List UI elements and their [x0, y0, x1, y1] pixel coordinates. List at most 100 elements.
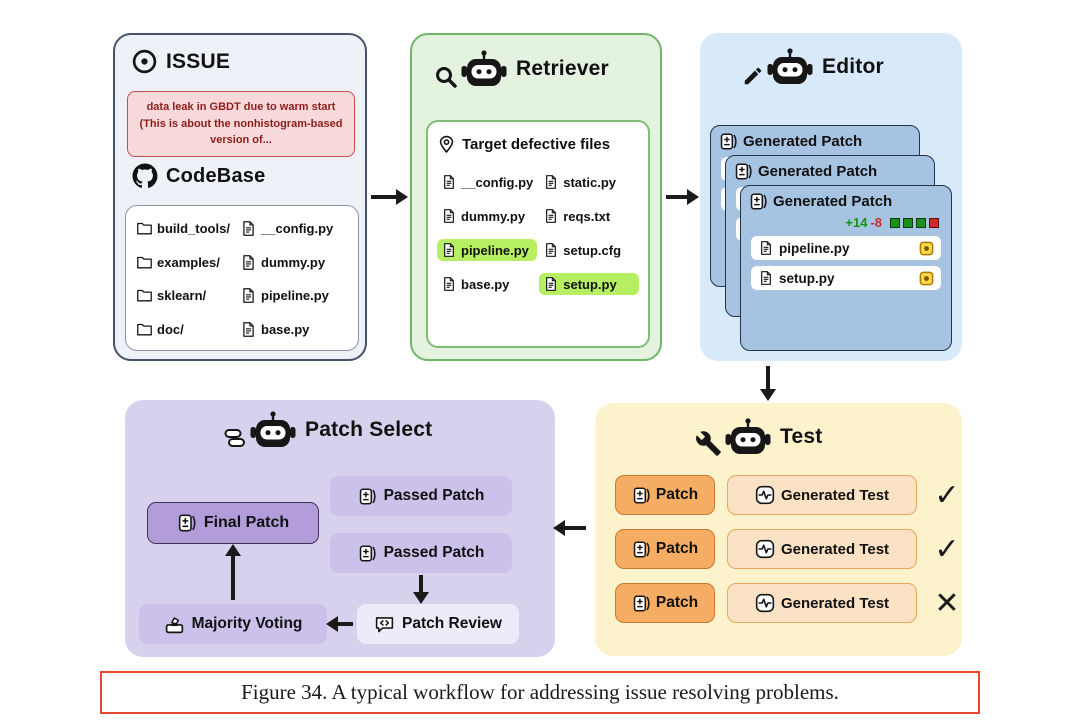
editor-header: Editor	[742, 47, 884, 87]
codebase-folder: sklearn/	[136, 287, 240, 304]
target-file: setup.cfg	[539, 239, 639, 261]
diff-stats: +14 -8	[749, 215, 939, 230]
file-icon	[543, 208, 559, 224]
waveform-icon	[755, 593, 775, 613]
retriever-header: Retriever	[434, 49, 609, 89]
codebase-file-list: build_tools/ __config.py examples/ dummy…	[125, 205, 359, 351]
file-icon	[240, 321, 257, 338]
codebase-title: CodeBase	[166, 164, 266, 187]
test-title: Test	[780, 425, 823, 448]
file-icon	[758, 270, 774, 286]
diff-block-red	[929, 217, 939, 228]
final-patch-box: Final Patch	[147, 502, 319, 544]
file-icon	[240, 220, 257, 237]
robot-icon	[249, 410, 297, 450]
patch-icon	[632, 594, 651, 613]
file-name: setup.cfg	[563, 242, 622, 258]
folder-name: examples/	[157, 254, 220, 270]
test-row: Patch Generated Test ✕	[615, 583, 965, 623]
patch-icon	[719, 132, 738, 151]
codebase-folder: examples/	[136, 254, 240, 271]
patch-review-box: Patch Review	[357, 604, 519, 644]
patch-label: Patch	[655, 594, 699, 611]
arrow-retriever-to-editor	[666, 195, 688, 199]
test-row: Patch Generated Test ✓	[615, 529, 965, 569]
github-icon	[132, 163, 158, 189]
pass-check: ✓	[934, 477, 960, 513]
file-icon	[441, 174, 457, 190]
passed-patch-box: Passed Patch	[330, 476, 512, 516]
retriever-title: Retriever	[516, 57, 609, 80]
file-name: dummy.py	[261, 254, 326, 270]
target-file-highlighted: pipeline.py	[437, 239, 538, 261]
file-name: pipeline.py	[461, 242, 529, 258]
file-icon	[758, 240, 774, 256]
file-name: reqs.txt	[563, 208, 611, 224]
codebase-folder: doc/	[136, 321, 240, 338]
patch-label: Patch	[655, 540, 699, 557]
location-pin-icon	[437, 135, 456, 154]
file-name: setup.py	[563, 276, 617, 292]
arrow-editor-to-test	[766, 366, 770, 390]
patch-card-title: Generated Patch	[773, 193, 893, 210]
issue-title: ISSUE	[166, 49, 231, 73]
pass-check: ✓	[934, 531, 960, 567]
file-icon	[543, 174, 559, 190]
folder-icon	[136, 254, 153, 271]
test-rows: Patch Generated Test ✓ Patch Generated T…	[615, 475, 965, 623]
test-agent-icon	[695, 417, 772, 457]
arrow-passed-to-review	[419, 575, 423, 593]
editor-title: Editor	[822, 55, 884, 78]
target-file: base.py	[437, 273, 537, 295]
codebase-header: CodeBase	[132, 163, 265, 189]
generated-test-box: Generated Test	[727, 583, 917, 623]
target-files-box: Target defective files __config.py stati…	[426, 120, 650, 348]
patch-icon	[358, 544, 377, 563]
ballot-box-icon	[164, 614, 185, 635]
diff-block-green	[916, 217, 926, 228]
patch-label: Patch	[655, 486, 699, 503]
test-header: Test	[695, 417, 822, 457]
arrow-issue-to-retriever	[371, 195, 397, 199]
folder-icon	[136, 321, 153, 338]
target-files-title: Target defective files	[462, 136, 611, 153]
file-icon	[240, 254, 257, 271]
robot-icon	[460, 49, 508, 89]
generated-test-label: Generated Test	[780, 540, 890, 558]
modified-status-icon	[919, 271, 934, 286]
diff-removed-count: -8	[870, 215, 882, 230]
file-name: base.py	[461, 276, 510, 292]
issue-note-line: data leak in GBDT due to warm start	[146, 101, 336, 113]
file-icon	[543, 242, 559, 258]
final-patch-label: Final Patch	[203, 514, 290, 531]
folder-name: sklearn/	[157, 288, 207, 304]
target-files-grid: __config.py static.py dummy.py reqs.txt …	[437, 171, 639, 295]
patch-icon	[632, 486, 651, 505]
pencil-icon	[742, 65, 764, 87]
waveform-icon	[755, 485, 775, 505]
patch-select-title: Patch Select	[305, 418, 433, 441]
editor-agent-icon	[742, 47, 814, 87]
arrow-review-to-voting	[337, 622, 353, 626]
issue-panel: ISSUE data leak in GBDT due to warm star…	[113, 33, 367, 361]
target-file: reqs.txt	[539, 205, 639, 227]
patch-review-label: Patch Review	[402, 615, 502, 632]
test-panel: Test Patch Generated Test ✓ Patch	[595, 403, 962, 656]
issue-note-line: (This is about the nonhistogram-based	[139, 117, 343, 130]
target-file: __config.py	[437, 171, 537, 193]
patched-file-name: setup.py	[779, 270, 835, 286]
file-icon	[441, 276, 457, 292]
test-row: Patch Generated Test ✓	[615, 475, 965, 515]
issue-note: data leak in GBDT due to warm start (Thi…	[127, 91, 355, 157]
issue-header: ISSUE	[131, 48, 230, 75]
code-review-icon	[374, 614, 395, 635]
folder-name: doc/	[157, 321, 184, 337]
generated-patch-card-front: Generated Patch +14 -8 pipeline.py setup…	[740, 185, 952, 351]
codebase-file: pipeline.py	[240, 287, 352, 304]
majority-voting-box: Majority Voting	[139, 604, 327, 644]
file-name: dummy.py	[461, 208, 526, 224]
folder-name: build_tools/	[157, 221, 230, 237]
patch-box: Patch	[615, 529, 715, 569]
patched-file-row: pipeline.py	[751, 236, 941, 260]
file-name: pipeline.py	[261, 288, 329, 304]
